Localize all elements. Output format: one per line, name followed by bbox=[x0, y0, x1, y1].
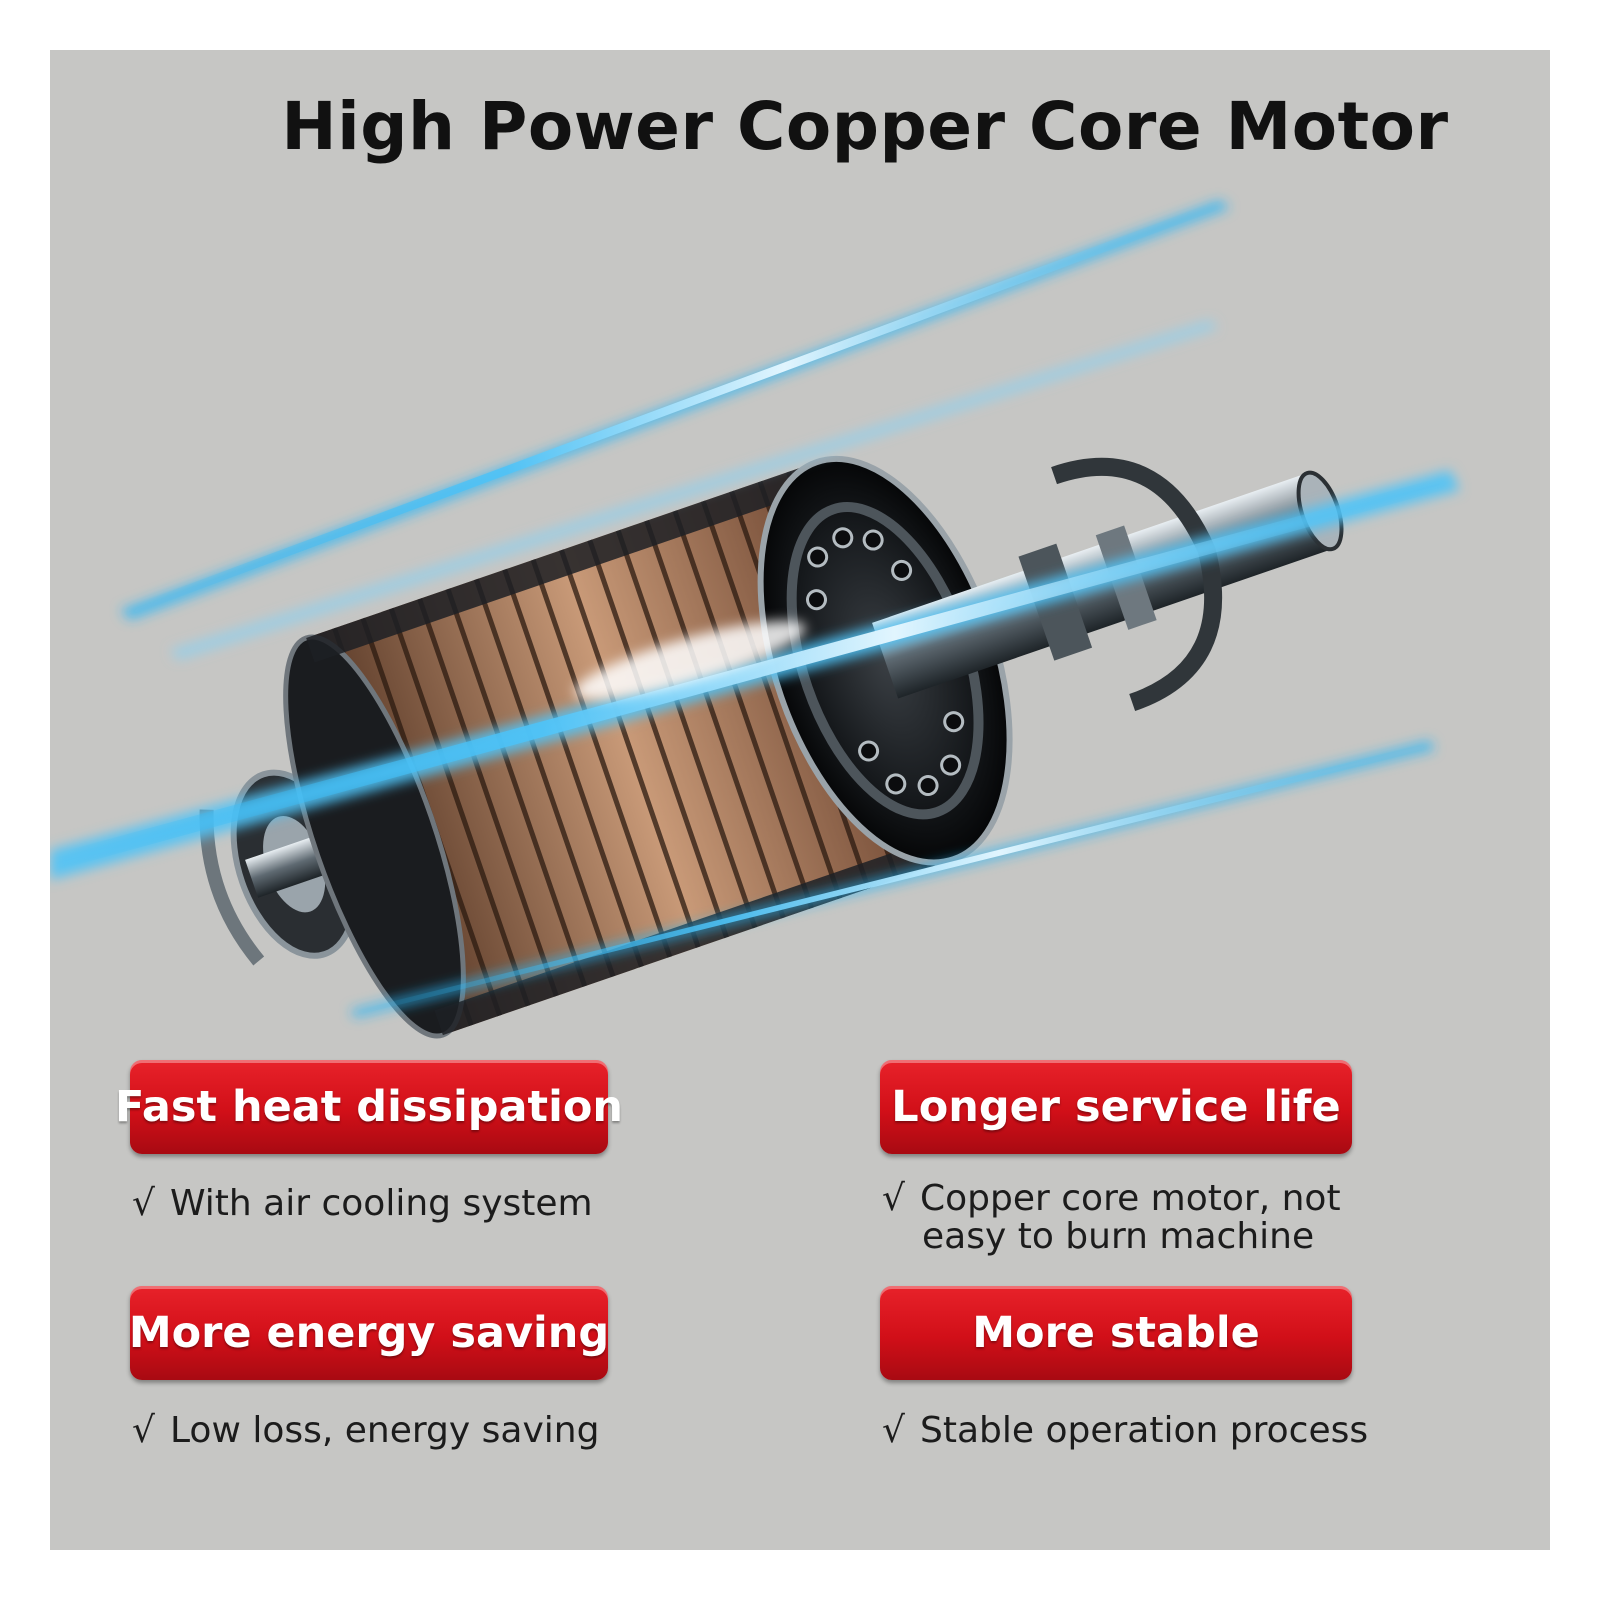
copper-core-motor-icon bbox=[50, 200, 1460, 1039]
feature-desc-text-line2: easy to burn machine bbox=[922, 1216, 1315, 1257]
check-icon: √ bbox=[882, 1178, 905, 1219]
feature-badge-heat: Fast heat dissipation bbox=[115, 1060, 623, 1154]
feature-desc-text: Copper core motor, not bbox=[920, 1178, 1341, 1219]
feature-badge-energy: More energy saving bbox=[128, 1286, 610, 1380]
feature-desc-text: Stable operation process bbox=[920, 1410, 1369, 1451]
feature-title: Longer service life bbox=[891, 1082, 1341, 1132]
feature-badge-life: Longer service life bbox=[880, 1060, 1352, 1154]
feature-desc-stable: √ Stable operation process bbox=[882, 1412, 1368, 1450]
feature-desc-life: √ Copper core motor, not easy to burn mac… bbox=[882, 1180, 1341, 1256]
feature-desc-text: Low loss, energy saving bbox=[170, 1410, 600, 1451]
page-title: High Power Copper Core Motor bbox=[281, 88, 1449, 165]
feature-badge-stable: More stable bbox=[880, 1286, 1352, 1380]
feature-title: More stable bbox=[972, 1308, 1260, 1358]
product-panel: High Power Copper Core Motor bbox=[50, 50, 1550, 1550]
feature-desc-heat: √ With air cooling system bbox=[132, 1185, 593, 1223]
feature-desc-energy: √ Low loss, energy saving bbox=[132, 1412, 599, 1450]
check-icon: √ bbox=[132, 1183, 155, 1224]
feature-title: More energy saving bbox=[128, 1308, 610, 1358]
feature-title: Fast heat dissipation bbox=[115, 1082, 624, 1132]
check-icon: √ bbox=[882, 1410, 905, 1451]
feature-desc-text: With air cooling system bbox=[170, 1183, 593, 1224]
check-icon: √ bbox=[132, 1410, 155, 1451]
